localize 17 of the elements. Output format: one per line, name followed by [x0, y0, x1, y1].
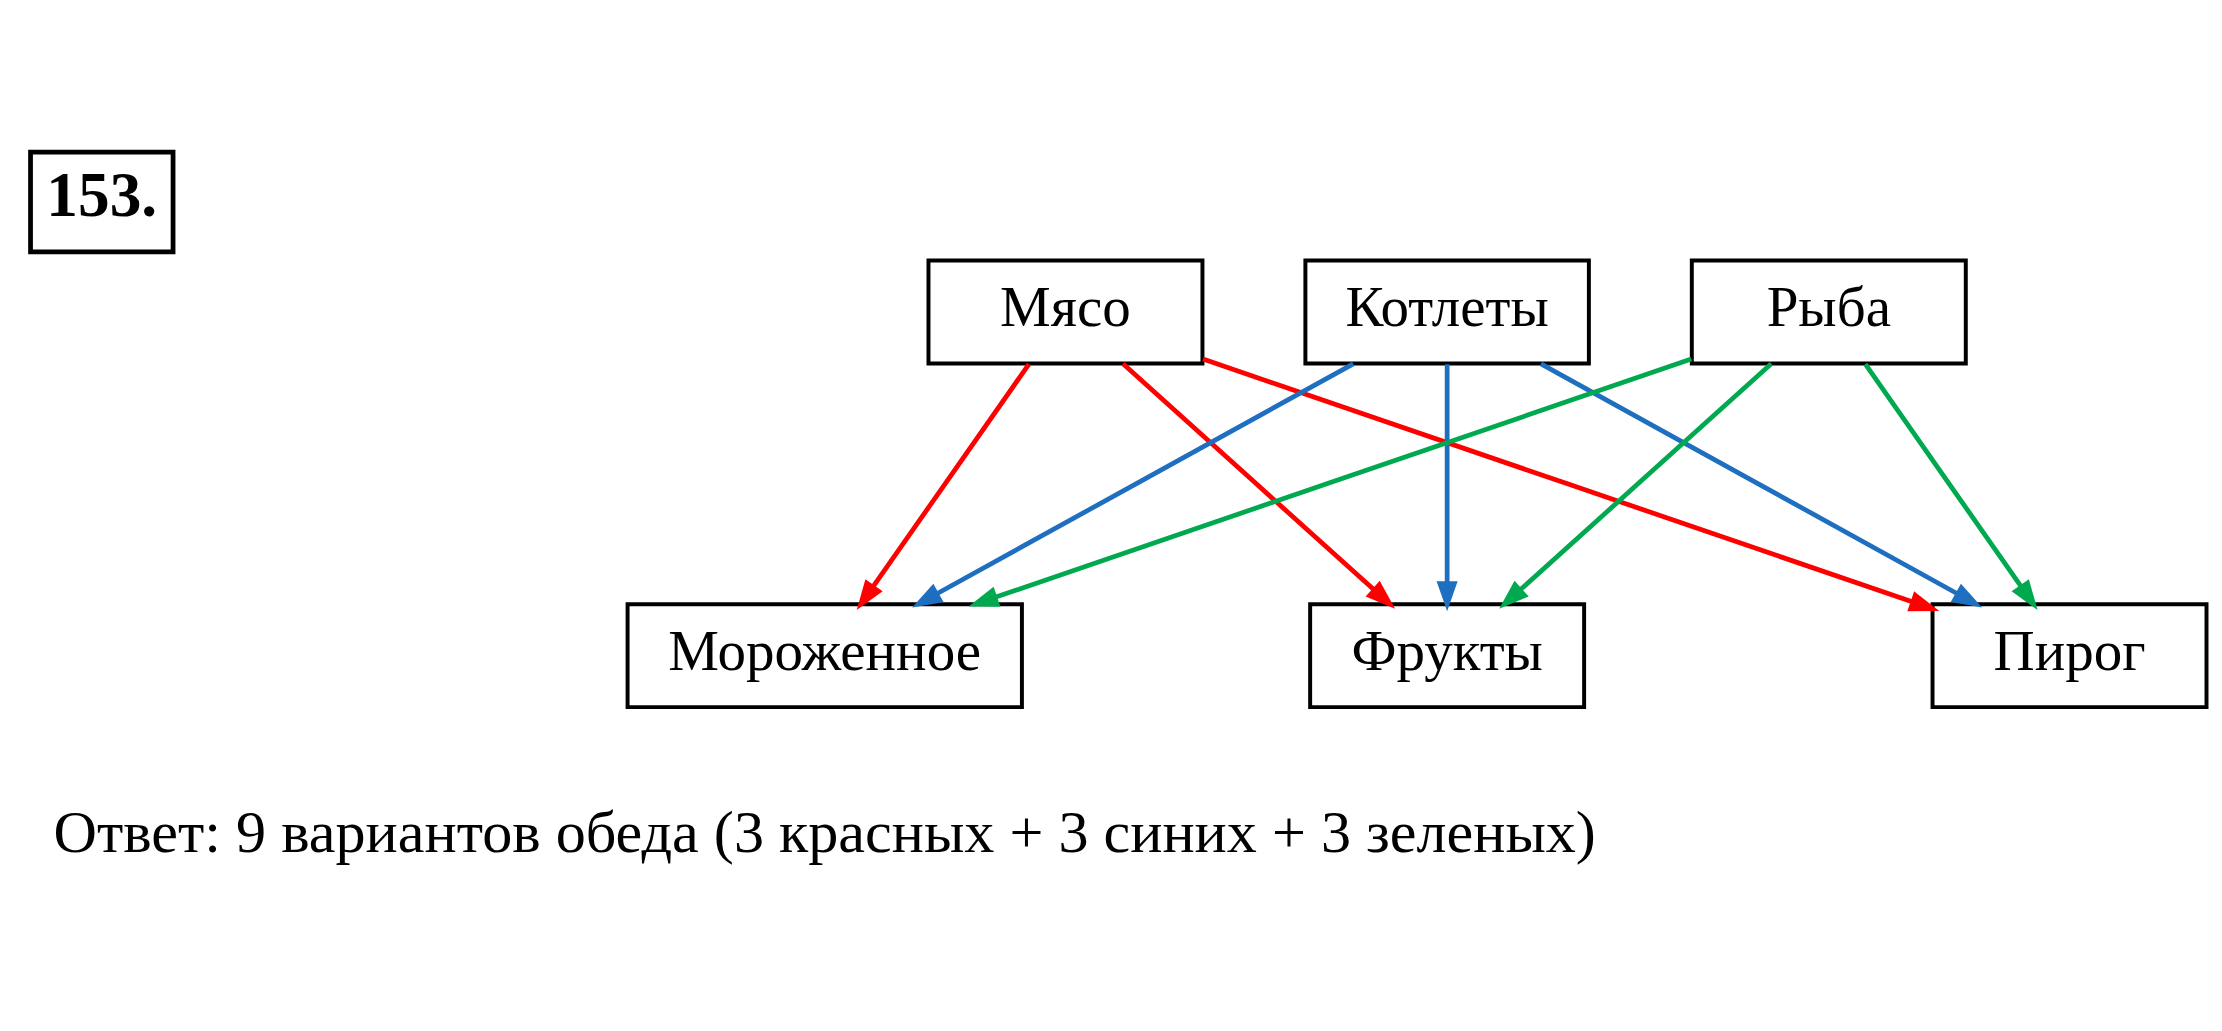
node-box: Мороженное — [625, 602, 1024, 710]
arrow — [968, 356, 1693, 607]
arrow — [1539, 361, 1983, 608]
arrow — [1121, 362, 1396, 609]
arrow — [856, 362, 1031, 610]
arrow — [1202, 356, 1940, 612]
node-box: Рыба — [1689, 258, 1968, 366]
node-box: Фрукты — [1308, 602, 1587, 710]
node-box: Мясо — [926, 258, 1205, 366]
arrow — [1863, 362, 2038, 610]
arrow — [1436, 364, 1458, 612]
arrow — [1499, 362, 1773, 609]
diagram-title: 153. — [46, 160, 158, 231]
caption: Ответ: 9 вариантов обеда (3 красных + 3 синих + 3 зеленых) — [53, 797, 1596, 865]
arrow — [912, 361, 1355, 608]
node-box: Котлеты — [1303, 258, 1591, 366]
node-box: Пирог — [1930, 602, 2209, 710]
